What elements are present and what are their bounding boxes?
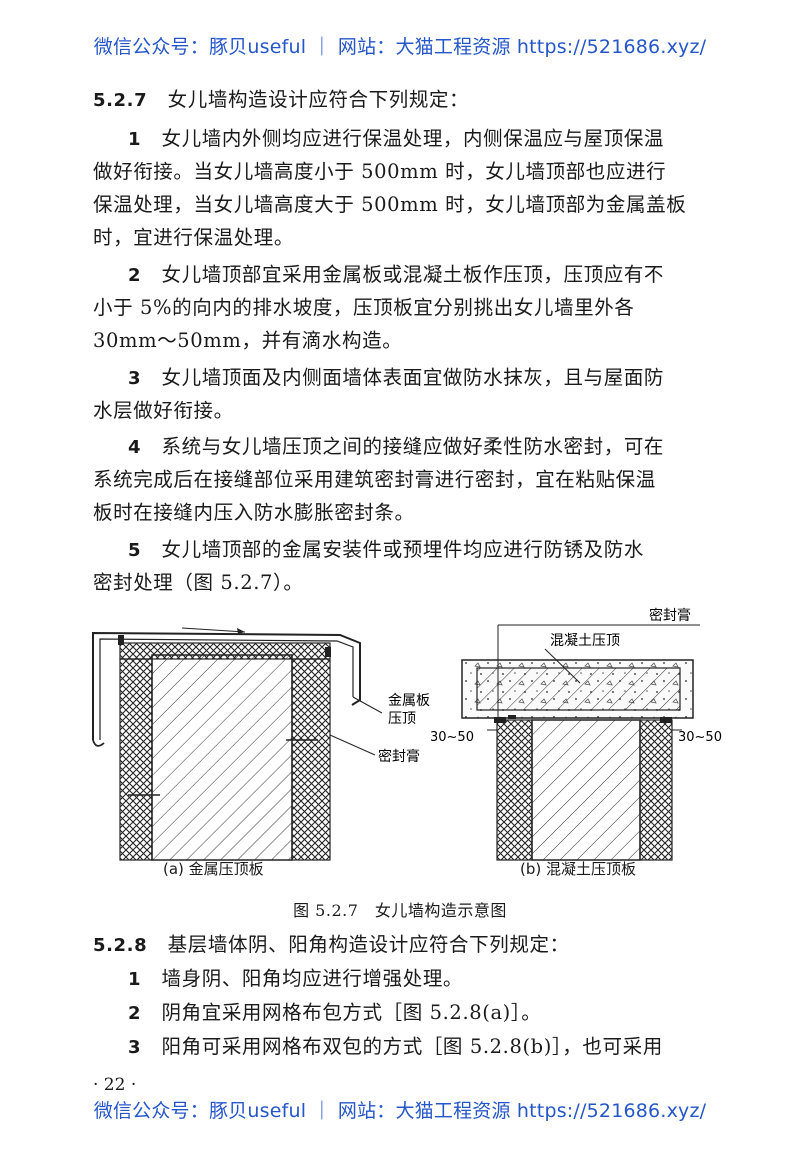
watermark-bottom: 微信公众号：豚贝useful ｜ 网站：大猫工程资源 https://52168… [93,1100,707,1122]
item-text: 女儿墙顶部宜采用金属板或混凝土板作压顶，压顶应有不 [161,263,665,286]
label-b-sealant: 密封膏 [649,607,691,624]
item-527-4-line-2: 系统完成后在接缝部位采用建筑密封膏进行密封，宜在粘贴保温 [93,468,656,491]
figure-caption: 图 5.2.7 女儿墙构造示意图 [293,901,507,920]
item-527-3-line-1: 3 女儿墙顶面及内侧面墙体表面宜做防水抹灰，且与屋面防 [128,361,664,390]
item-number: 2 [128,1003,142,1024]
item-number: 5 [128,540,142,561]
item-number: 3 [128,1037,142,1058]
item-text: 女儿墙顶部的金属安装件或预埋件均应进行防锈及防水 [161,538,644,561]
item-527-2-line-2: 小于 5%的向内的排水坡度，压顶板宜分别挑出女儿墙里外各 [93,296,635,319]
item-528-1: 1 墙身阴、阳角均应进行增强处理。 [128,962,463,991]
label-b-dim-left: 30~50 [430,730,474,745]
label-a-metal-2: 压顶 [388,711,416,727]
item-number: 4 [128,437,142,458]
item-text: 阴角宜采用网格布包方式［图 5.2.8(a)］。 [161,1001,542,1024]
item-number: 1 [128,969,142,990]
clause-527-number: 5.2.7 [93,90,148,111]
item-527-2-line-1: 2 女儿墙顶部宜采用金属板或混凝土板作压顶，压顶应有不 [128,258,664,287]
clause-528-title: 基层墙体阴、阳角构造设计应符合下列规定： [167,933,570,956]
parapet-figure: 金属板 压顶 密封膏 密封膏 混凝土压顶 30~50 30~50 [92,607,722,861]
item-text: 阳角可采用网格布双包的方式［图 5.2.8(b)］，也可采用 [161,1035,663,1058]
caption-b: (b) 混凝土压顶板 [520,860,636,878]
item-527-4-line-1: 4 系统与女儿墙压顶之间的接缝应做好柔性防水密封，可在 [128,430,664,459]
page-number: · 22 · [93,1075,137,1095]
item-527-1-line-1: 1 女儿墙内外侧均应进行保温处理，内侧保温应与屋顶保温 [128,122,664,151]
item-528-2: 2 阴角宜采用网格布包方式［图 5.2.8(a)］。 [128,996,541,1025]
item-number: 2 [128,265,142,286]
watermark-top: 微信公众号：豚贝useful ｜ 网站：大猫工程资源 https://52168… [93,36,707,58]
figure-b-concrete-coping [461,624,700,861]
item-number: 1 [128,129,142,150]
label-b-dim-right: 30~50 [678,730,722,745]
item-527-1-line-3: 保温处理，当女儿墙高度大于 500mm 时，女儿墙顶部为金属盖板 [93,193,687,216]
label-a-metal-1: 金属板 [388,693,430,709]
caption-a: (a) 金属压顶板 [163,860,264,878]
figure-a-metal-coping [92,627,383,861]
clause-527-title: 女儿墙构造设计应符合下列规定： [167,88,470,111]
item-527-2-line-3: 30mm～50mm，并有滴水构造。 [93,329,403,352]
clause-528-heading: 5.2.8 基层墙体阴、阳角构造设计应符合下列规定： [93,928,570,957]
item-527-5-line-1: 5 女儿墙顶部的金属安装件或预埋件均应进行防锈及防水 [128,533,644,562]
item-text: 女儿墙顶面及内侧面墙体表面宜做防水抹灰，且与屋面防 [161,366,665,389]
item-text: 女儿墙内外侧均应进行保温处理，内侧保温应与屋顶保温 [161,127,665,150]
label-b-concrete: 混凝土压顶 [550,633,620,649]
clause-528-number: 5.2.8 [93,935,148,956]
item-number: 3 [128,368,142,389]
item-527-1-line-2: 做好衔接。当女儿墙高度小于 500mm 时，女儿墙顶部也应进行 [93,160,667,183]
item-527-3-line-2: 水层做好衔接。 [93,399,234,422]
item-text: 墙身阴、阳角均应进行增强处理。 [161,967,464,990]
item-527-4-line-3: 板时在接缝内压入防水膨胀密封条。 [93,501,415,524]
label-a-sealant: 密封膏 [378,748,420,765]
item-528-3: 3 阳角可采用网格布双包的方式［图 5.2.8(b)］，也可采用 [128,1030,663,1059]
item-text: 系统与女儿墙压顶之间的接缝应做好柔性防水密封，可在 [161,435,665,458]
item-527-1-line-4: 时，宜进行保温处理。 [93,226,295,249]
clause-527-heading: 5.2.7 女儿墙构造设计应符合下列规定： [93,83,469,112]
item-527-5-line-2: 密封处理（图 5.2.7）。 [93,571,304,594]
